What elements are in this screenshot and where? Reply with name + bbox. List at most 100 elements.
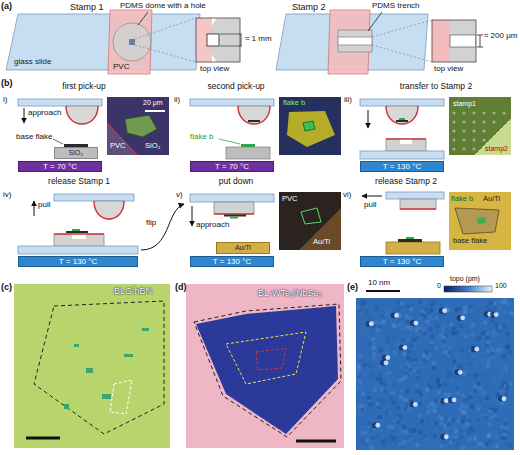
pvc-film xyxy=(94,201,124,219)
topo-pixel xyxy=(476,418,480,422)
topo-pixel xyxy=(405,320,409,324)
flake-speck xyxy=(124,354,133,357)
step-title: release Stamp 2 xyxy=(375,177,437,187)
topo-pixel xyxy=(494,361,498,365)
dimension-line xyxy=(220,46,242,47)
topo-pixel xyxy=(458,307,462,311)
topo-pixel xyxy=(432,366,436,370)
heater-bar: T = 130 °C xyxy=(18,256,138,267)
topo-pixel xyxy=(470,405,474,409)
pvc-dot xyxy=(462,111,465,114)
topo-pixel xyxy=(507,337,511,341)
pvc-film xyxy=(400,208,436,209)
topo-pixel xyxy=(466,354,470,358)
topo-pixel xyxy=(446,329,450,333)
topo-pixel xyxy=(487,361,491,365)
topo-pixel xyxy=(423,327,427,331)
topo-pixel xyxy=(459,406,463,410)
micrograph-ground xyxy=(449,97,511,155)
pdms-trench xyxy=(54,234,104,246)
dimension: ≈ 1 mm xyxy=(245,34,272,43)
topo-pixel xyxy=(468,437,472,441)
topo-pixel xyxy=(503,300,507,304)
topo-pixel xyxy=(462,372,466,376)
image-label: Au/Ti xyxy=(313,238,330,247)
topo-pixel xyxy=(502,368,506,372)
base-flake xyxy=(398,239,422,242)
stamp-edge xyxy=(475,119,511,155)
pdms-trench xyxy=(338,30,372,52)
topo-pixel xyxy=(385,346,389,350)
topo-pixel xyxy=(489,384,493,388)
pdms-dome xyxy=(113,23,151,61)
topo-pixel xyxy=(435,352,439,356)
zoom-line xyxy=(372,20,432,37)
gold-substrate xyxy=(386,242,440,254)
defect-bright xyxy=(384,360,389,365)
topo-pixel xyxy=(375,307,379,311)
colorbar-title: topo (pm) xyxy=(450,275,480,283)
pvc-dot xyxy=(482,129,485,132)
topo-pixel xyxy=(502,354,506,358)
topo-pixel xyxy=(377,440,381,444)
blg-outline xyxy=(110,380,132,414)
pdms-trench xyxy=(450,20,476,62)
topo-pixel xyxy=(416,369,420,373)
pdms-trench xyxy=(400,199,436,209)
topo-pixel xyxy=(496,329,500,333)
topo-pixel xyxy=(361,431,365,435)
topo-pixel xyxy=(494,408,498,412)
topo-pixel xyxy=(502,381,506,385)
topo-pixel xyxy=(447,393,451,397)
topo-pixel xyxy=(427,315,431,319)
substrate-box: SiO₂ xyxy=(54,147,98,159)
pvc-dot xyxy=(462,138,465,141)
stamp-region xyxy=(475,119,511,155)
topo-pixel xyxy=(426,388,430,392)
topo-pixel xyxy=(419,364,423,368)
topo-pixel xyxy=(442,336,446,340)
topo-pixel xyxy=(497,349,501,353)
defect-bright xyxy=(413,321,418,326)
colorbar-tick: 0 xyxy=(437,282,441,290)
topo-pixel xyxy=(389,376,393,380)
base-flake xyxy=(287,111,335,147)
topo-pixel xyxy=(367,425,371,429)
topo-pixel xyxy=(400,334,404,338)
defect-bright xyxy=(385,355,390,360)
topo-pixel xyxy=(487,433,491,437)
topo-pixel xyxy=(507,376,511,380)
micrograph-ground xyxy=(449,192,511,250)
pvc-dot xyxy=(462,147,465,150)
pvc-dot xyxy=(452,120,455,123)
topo-pixel xyxy=(426,420,430,424)
topo-pixel xyxy=(479,336,483,340)
dimension-line xyxy=(477,47,483,48)
image-label: PVC xyxy=(282,195,297,204)
topo-pixel xyxy=(468,361,472,365)
topo-pixel xyxy=(359,303,363,307)
approach-arrow xyxy=(368,110,369,128)
topo-pixel xyxy=(359,404,363,408)
pdms-dome xyxy=(386,106,418,124)
topo-pixel xyxy=(438,371,442,375)
topo-pixel xyxy=(392,323,396,327)
topo-pixel xyxy=(357,374,361,378)
image-ground xyxy=(14,284,170,448)
micrograph-ground xyxy=(279,97,341,155)
flake-b xyxy=(406,237,414,239)
zoom-line xyxy=(135,45,196,62)
topo-pixel xyxy=(452,426,456,430)
node-label: T = 130 °C xyxy=(59,257,97,266)
image-label: 20 μm xyxy=(143,99,163,107)
topo-pixel xyxy=(406,389,410,393)
topo-pixel xyxy=(471,323,475,327)
topo-pixel xyxy=(470,399,474,403)
topo-pixel xyxy=(410,429,414,433)
step-title: first pick-up xyxy=(62,82,105,92)
topo-pixel xyxy=(451,351,455,355)
topo-pixel xyxy=(442,339,446,343)
topo-pixel xyxy=(439,421,443,425)
topo-pixel xyxy=(443,393,447,397)
micrograph-ground xyxy=(107,97,169,155)
